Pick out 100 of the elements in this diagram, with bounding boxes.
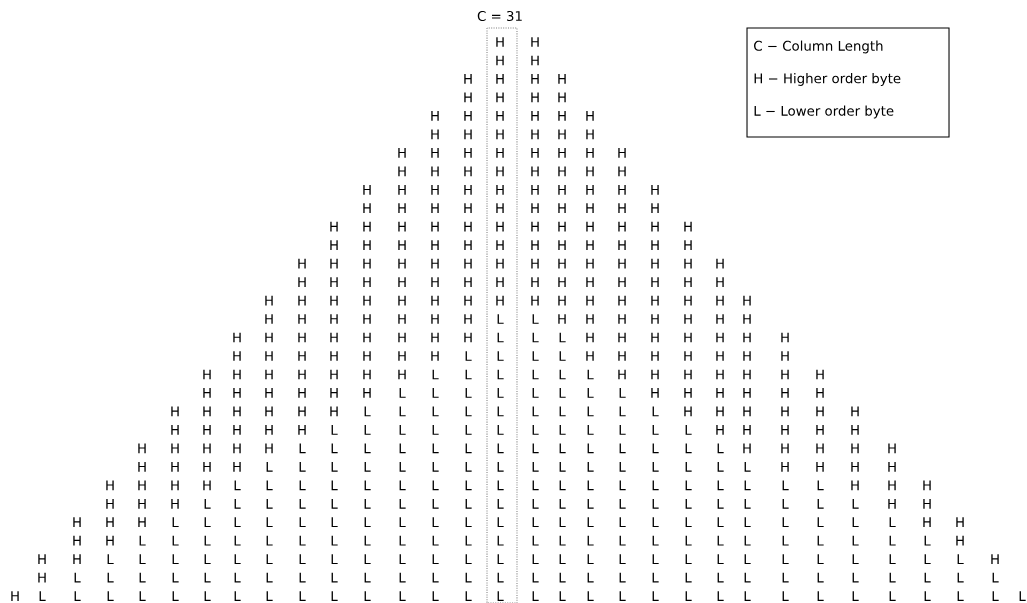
byte-letter: L bbox=[652, 480, 659, 491]
byte-letter: L bbox=[782, 572, 789, 583]
byte-letter: H bbox=[888, 461, 896, 472]
byte-letter: H bbox=[330, 314, 338, 324]
byte-letter: L bbox=[852, 572, 859, 583]
byte-letter: H bbox=[781, 369, 789, 380]
byte-letter: L bbox=[299, 517, 306, 528]
byte-letter: L bbox=[587, 517, 594, 528]
byte-letter: L bbox=[399, 443, 406, 454]
byte-letter: H bbox=[464, 184, 472, 195]
byte-letter: H bbox=[265, 314, 273, 324]
byte-letter: H bbox=[38, 554, 46, 565]
byte-letter: H bbox=[464, 166, 472, 177]
byte-letter: H bbox=[651, 332, 659, 343]
byte-letter: H bbox=[233, 332, 241, 343]
byte-letter: H bbox=[464, 332, 472, 343]
byte-letter: L bbox=[619, 388, 626, 398]
byte-letter: H bbox=[851, 425, 859, 435]
byte-letter: H bbox=[298, 295, 306, 306]
byte-letter: H bbox=[330, 240, 338, 251]
byte-letter: L bbox=[399, 480, 406, 491]
byte-letter: L bbox=[399, 498, 406, 509]
byte-letter: L bbox=[331, 498, 338, 509]
byte-letter: L bbox=[465, 425, 472, 435]
byte-letter: L bbox=[587, 480, 594, 491]
byte-letter: L bbox=[465, 572, 472, 583]
byte-letter: L bbox=[497, 535, 504, 546]
byte-letter: L bbox=[817, 480, 824, 491]
byte-letter: H bbox=[431, 221, 439, 232]
byte-letter: H bbox=[531, 295, 539, 306]
byte-letter: H bbox=[531, 203, 539, 214]
byte-letter: L bbox=[652, 554, 659, 565]
byte-letter: L bbox=[299, 535, 306, 546]
byte-letter: H bbox=[298, 369, 306, 380]
byte-letter: H bbox=[651, 351, 659, 361]
byte-letter: L bbox=[532, 443, 539, 454]
byte-letter: H bbox=[496, 203, 504, 214]
byte-letter: L bbox=[497, 591, 504, 601]
byte-letter: H bbox=[586, 203, 594, 214]
byte-letter: L bbox=[465, 517, 472, 528]
byte-letter: H bbox=[171, 443, 179, 454]
byte-letter: L bbox=[559, 425, 566, 435]
byte-letter: L bbox=[432, 388, 439, 398]
byte-letter: H bbox=[496, 295, 504, 306]
byte-letter: L bbox=[717, 443, 724, 454]
byte-letter: H bbox=[956, 517, 964, 528]
byte-letter: L bbox=[107, 591, 114, 601]
byte-letter: L bbox=[234, 517, 241, 528]
byte-letter: H bbox=[816, 369, 824, 380]
byte-letter: L bbox=[532, 554, 539, 565]
byte-letter: L bbox=[652, 443, 659, 454]
byte-letter: H bbox=[531, 258, 539, 269]
byte-letter: H bbox=[464, 258, 472, 269]
byte-letter: H bbox=[781, 443, 789, 454]
byte-letter: H bbox=[558, 92, 566, 103]
byte-letter: L bbox=[364, 517, 371, 528]
byte-letter: L bbox=[266, 535, 273, 546]
byte-letter: L bbox=[139, 535, 146, 546]
byte-letter: L bbox=[399, 535, 406, 546]
byte-letter: L bbox=[744, 498, 751, 509]
byte-letter: H bbox=[716, 425, 724, 435]
byte-letter: H bbox=[651, 203, 659, 214]
byte-letter: H bbox=[330, 406, 338, 417]
byte-letter: H bbox=[398, 258, 406, 269]
byte-letter: L bbox=[852, 498, 859, 509]
byte-letter: H bbox=[851, 461, 859, 472]
byte-letter: H bbox=[398, 277, 406, 287]
byte-letter: L bbox=[532, 332, 539, 343]
byte-letter: L bbox=[889, 554, 896, 565]
byte-letter: H bbox=[586, 314, 594, 324]
byte-letter: H bbox=[265, 351, 273, 361]
byte-letter: L bbox=[497, 461, 504, 472]
byte-letter: L bbox=[331, 572, 338, 583]
byte-letter: L bbox=[399, 461, 406, 472]
byte-letter: H bbox=[363, 295, 371, 306]
byte-letter: H bbox=[618, 240, 626, 251]
byte-letter: H bbox=[743, 351, 751, 361]
byte-letter: L bbox=[817, 517, 824, 528]
byte-letter: H bbox=[816, 443, 824, 454]
byte-letter: L bbox=[652, 461, 659, 472]
byte-letter: H bbox=[171, 406, 179, 417]
byte-letter: H bbox=[618, 295, 626, 306]
byte-letter: L bbox=[364, 480, 371, 491]
byte-letter: L bbox=[497, 351, 504, 361]
byte-letter: L bbox=[107, 572, 114, 583]
byte-letter: L bbox=[889, 591, 896, 601]
byte-letter: L bbox=[532, 369, 539, 380]
byte-letter: H bbox=[651, 184, 659, 195]
byte-letter: L bbox=[587, 369, 594, 380]
byte-letter: L bbox=[587, 498, 594, 509]
byte-letter: L bbox=[497, 572, 504, 583]
byte-letter: L bbox=[465, 591, 472, 601]
byte-letter: H bbox=[398, 240, 406, 251]
byte-letter: H bbox=[265, 332, 273, 343]
byte-letter: H bbox=[363, 369, 371, 380]
byte-letter: L bbox=[744, 554, 751, 565]
byte-letter: H bbox=[531, 111, 539, 121]
byte-letter: H bbox=[496, 147, 504, 158]
byte-letter: H bbox=[298, 332, 306, 343]
byte-letter: H bbox=[531, 129, 539, 140]
